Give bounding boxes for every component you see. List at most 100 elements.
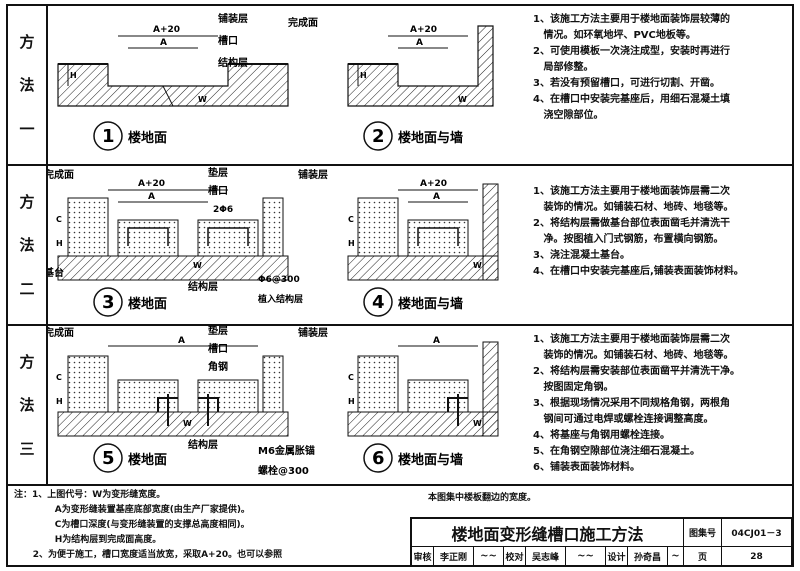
designer-name: 孙奇昌 [628,547,668,567]
note-line: 情况。如环氧地坪、PVC地板等。 [533,30,696,41]
fig-number: 6 [372,448,385,469]
note-line: 1、该施工方法主要用于楼地面装饰层需二次 [533,334,730,345]
detail-drawing-5-6: 完成面 A 垫层 槽口 角钢 铺装层 结构层 M6金属胀锚 螺栓@300 C H… [44,324,499,477]
dim-w: W [473,419,482,428]
footnote-continued: 本图集中楼板翻边的宽度。 [428,493,537,503]
dim-c: C [348,215,354,224]
method-char: 法 [19,236,35,255]
label-pave: 铺装层 [298,326,328,339]
label-finish: 完成面 [288,16,318,29]
note-line: 4、在槽口中安装完基座后,铺装表面装饰材料。 [533,266,744,277]
drawing-title: 楼地面变形缝槽口施工方法 [412,519,684,547]
method-label-2: 方 法 二 [8,166,48,324]
dim-a: A [433,336,440,346]
note-line: 装饰的情况。如铺装石材、地砖、地毯等。 [533,350,734,361]
fig-number: 5 [102,448,115,469]
note-line: 按图固定角钢。 [533,382,614,393]
label-groove: 槽口 [208,342,228,355]
dim-h: H [70,71,77,80]
fig-caption: 楼地面 [128,130,167,146]
page-label: 页 [684,547,722,567]
notes-1: 1、该施工方法主要用于楼地面装饰层较薄的 情况。如环氧地坪、PVC地板等。 2、… [533,12,791,124]
fig-number: 2 [372,126,385,147]
method-char: 法 [19,76,35,95]
note-line: 装饰的情况。如铺装石材、地砖、地毯等。 [533,202,734,213]
dim-h: H [348,397,355,406]
atlas-number: 04CJ01－3 [722,519,792,547]
footnote-line: H为结构层到完成面高度。 [14,535,162,545]
method-char: 二 [19,279,35,298]
label-angle: 角钢 [208,360,228,373]
fig-caption: 楼地面与墙 [398,130,463,146]
atlas-label: 图集号 [684,519,722,547]
fig-number: 3 [102,292,115,313]
method-row-1: 方 法 一 [8,6,792,166]
notes-3: 1、该施工方法主要用于楼地面装饰层需二次 装饰的情况。如铺装石材、地砖、地毯等。… [533,332,791,476]
dim-a20: A+20 [153,25,180,35]
footnotes: 注：1、上图代号：W为变形缝宽度。 A为变形缝装置基座底部宽度(由生产厂家提供)… [14,488,414,563]
fig-caption: 楼地面与墙 [398,452,463,468]
note-line: 4、在槽口中安装完基座后，用细石混凝土填 [533,94,730,105]
label-struct: 结构层 [188,438,218,451]
label-groove: 槽口 [208,184,228,197]
label-cushion: 垫层 [208,326,228,337]
note-line: 浇空隙部位。 [533,110,604,121]
note-line: 3、若没有预留槽口，可进行切割、开凿。 [533,78,720,89]
dim-c: C [56,215,62,224]
method-row-2: 方 法 二 完成面 A+20 A 垫层 槽口 2Φ6 [8,166,792,326]
fig-number: 1 [102,126,115,147]
method-label-3: 方 法 三 [8,326,48,484]
note-line: 1、该施工方法主要用于楼地面装饰层需二次 [533,186,730,197]
label-struct: 结构层 [188,280,218,293]
label-base: 基台 [48,266,64,279]
dim-a20: A+20 [410,25,437,35]
check-label: 校对 [504,547,526,567]
footer: 注：1、上图代号：W为变形缝宽度。 A为变形缝装置基座底部宽度(由生产厂家提供)… [8,486,792,567]
drawing-sheet: 方 法 一 [6,4,794,567]
designer-signature: ~ [668,547,684,567]
method-label-1: 方 法 一 [8,6,48,164]
label-bar: 2Φ6 [213,205,233,215]
label-cushion: 垫层 [208,166,228,179]
review-label: 审核 [412,547,434,567]
label-bolt: M6金属胀锚 [258,444,315,457]
label-finish: 完成面 [48,326,74,339]
design-label: 设计 [606,547,628,567]
dim-a: A [178,336,185,346]
detail-drawing-3-4: 完成面 A+20 A 垫层 槽口 2Φ6 铺装层 基台 结构层 Φ6@300 植… [43,166,499,317]
dim-a20: A+20 [138,179,165,189]
dim-w: W [183,419,192,428]
label-rebar: Φ6@300 [258,275,300,285]
fig-caption: 楼地面 [128,296,167,312]
note-line: 2、将结构层需做基台部位表面凿毛并清洗干 [533,218,730,229]
dim-w: W [193,261,202,270]
dim-h: H [56,239,63,248]
footnote-line: A为变形缝装置基座底部宽度(由生产厂家提供)。 [14,505,250,515]
note-line: 净。按图植入门式钢筋，布置横向钢筋。 [533,234,724,245]
note-line: 局部修整。 [533,62,594,73]
dim-a20: A+20 [420,179,447,189]
note-line: 3、浇注混凝土基台。 [533,250,630,261]
dim-w: W [198,95,207,104]
note-line: 1、该施工方法主要用于楼地面装饰层较薄的 [533,14,730,25]
footnote-line: 2、为便于施工，槽口宽度适当放宽，采取A+20。也可以参照 [14,550,283,560]
label-groove: 槽口 [218,34,238,47]
dim-h: H [360,71,367,80]
dim-w: W [473,261,482,270]
method-char: 方 [19,353,35,372]
page-number: 28 [722,547,792,567]
fig-caption: 楼地面与墙 [398,296,463,312]
fig-number: 4 [372,292,385,313]
detail-drawing-1-2: H A+20 A W 铺装层 槽口 结构层 完成面 1 楼地面 H A+20 A [57,12,494,151]
note-line: 2、将结构层需安装部位表面凿平并清洗干净。 [533,366,740,377]
dim-c: C [56,373,62,382]
dim-h: H [56,397,63,406]
label-struct: 结构层 [218,56,248,69]
fig-caption: 楼地面 [128,452,167,468]
dim-w: W [458,95,467,104]
reviewer-signature: ~~ [474,547,504,567]
label-pave: 铺装层 [218,12,248,25]
label-bolt-spacing: 螺栓@300 [258,464,309,477]
note-line: 5、在角钢空隙部位浇注细石混凝土。 [533,446,700,457]
dim-a: A [148,192,155,202]
